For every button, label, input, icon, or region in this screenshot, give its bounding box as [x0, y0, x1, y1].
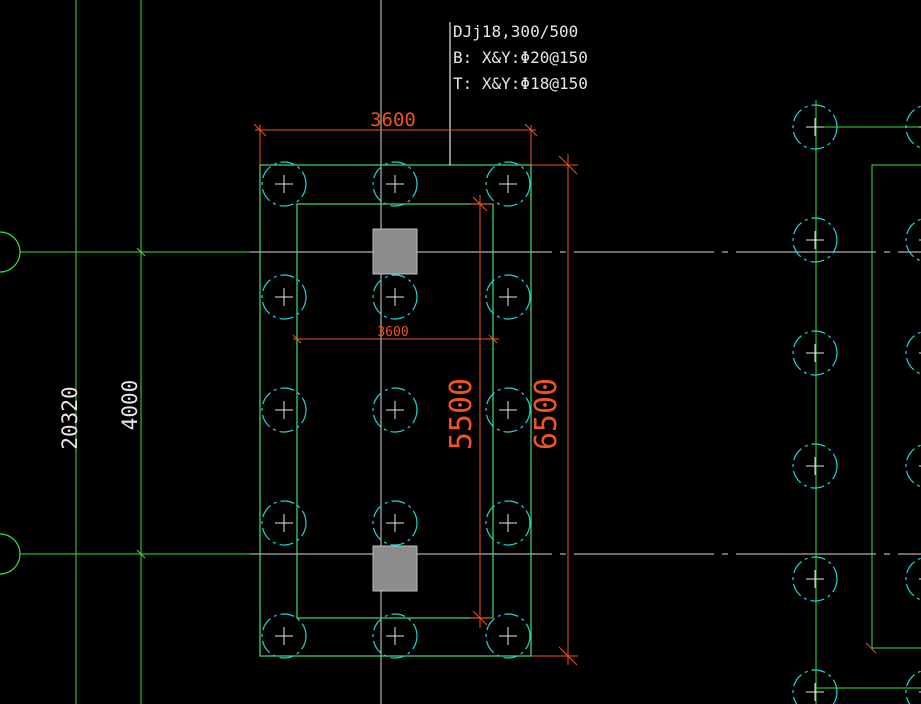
dim-inner-height-label: 5500	[444, 378, 479, 450]
pile-icon	[905, 444, 921, 488]
pile-icon	[792, 669, 838, 704]
annotation-line-1: DJj18,300/500	[453, 22, 578, 41]
axis-bubble-icon	[0, 231, 21, 273]
pile-icon	[905, 105, 921, 149]
pile-icon	[792, 104, 838, 150]
pile-icon	[792, 556, 838, 602]
columns	[372, 228, 418, 592]
pile-group	[261, 161, 531, 659]
pile-icon	[792, 330, 838, 376]
pile-group-right	[792, 104, 921, 704]
pile-icon	[485, 613, 531, 659]
inner-cap-outline	[296, 203, 494, 619]
annotation-line-3: T: X&Y:Φ18@150	[453, 74, 588, 93]
dim-top-tick-right	[524, 123, 538, 137]
pile-icon	[372, 613, 418, 659]
tick-upper	[136, 247, 146, 257]
dim-inner-v-tick-bottom	[472, 610, 488, 626]
dim-inner-h-tick-right	[488, 334, 498, 344]
pile-icon	[905, 557, 921, 601]
grid-total-label: 20320	[58, 386, 82, 449]
pile-icon	[261, 500, 307, 546]
pile-icon	[372, 500, 418, 546]
pile-icon	[261, 274, 307, 320]
foundation-annotation: DJj18,300/500 B: X&Y:Φ20@150 T: X&Y:Φ18@…	[453, 22, 588, 93]
pile-icon	[372, 161, 418, 207]
right-outline-tick	[865, 642, 877, 654]
grid-span-label: 4000	[118, 380, 142, 431]
dim-inner-h-tick-left	[292, 334, 302, 344]
pile-icon	[792, 217, 838, 263]
dim-top-width-label: 3600	[370, 109, 416, 131]
pile-icon	[905, 331, 921, 375]
foundation-outlines	[259, 22, 532, 657]
pile-icon	[372, 274, 418, 320]
pile-icon	[792, 443, 838, 489]
pile-icon	[905, 218, 921, 262]
dim-outer-v-tick-top	[558, 155, 578, 175]
axis-bubble-icon	[0, 533, 21, 575]
pile-icon	[261, 613, 307, 659]
annotation-line-2: B: X&Y:Φ20@150	[453, 48, 588, 67]
right-outline	[871, 164, 921, 649]
dim-outer-v-tick-bottom	[558, 646, 578, 666]
dimension-texts: 3600 3600 5500 6500 20320 4000	[58, 109, 564, 450]
outer-foundation-outline	[259, 164, 532, 657]
pile-icon	[261, 387, 307, 433]
dimension-lines	[253, 123, 877, 666]
pile-icon	[261, 161, 307, 207]
pile-icon	[485, 161, 531, 207]
pile-icon	[485, 274, 531, 320]
tick-lower	[136, 549, 146, 559]
column-square-icon	[372, 228, 418, 275]
dim-inner-width-label: 3600	[377, 325, 408, 340]
pile-icon	[485, 500, 531, 546]
dim-inner-v-tick-top	[472, 196, 488, 212]
pile-icon	[905, 670, 921, 704]
green-grid-lines	[20, 0, 921, 704]
pile-icon	[485, 387, 531, 433]
dim-outer-height-label: 6500	[529, 378, 564, 450]
dim-top-tick-left	[253, 123, 267, 137]
pile-icon	[372, 387, 418, 433]
column-square-icon	[372, 545, 418, 592]
axis-bubbles-left	[0, 231, 21, 575]
